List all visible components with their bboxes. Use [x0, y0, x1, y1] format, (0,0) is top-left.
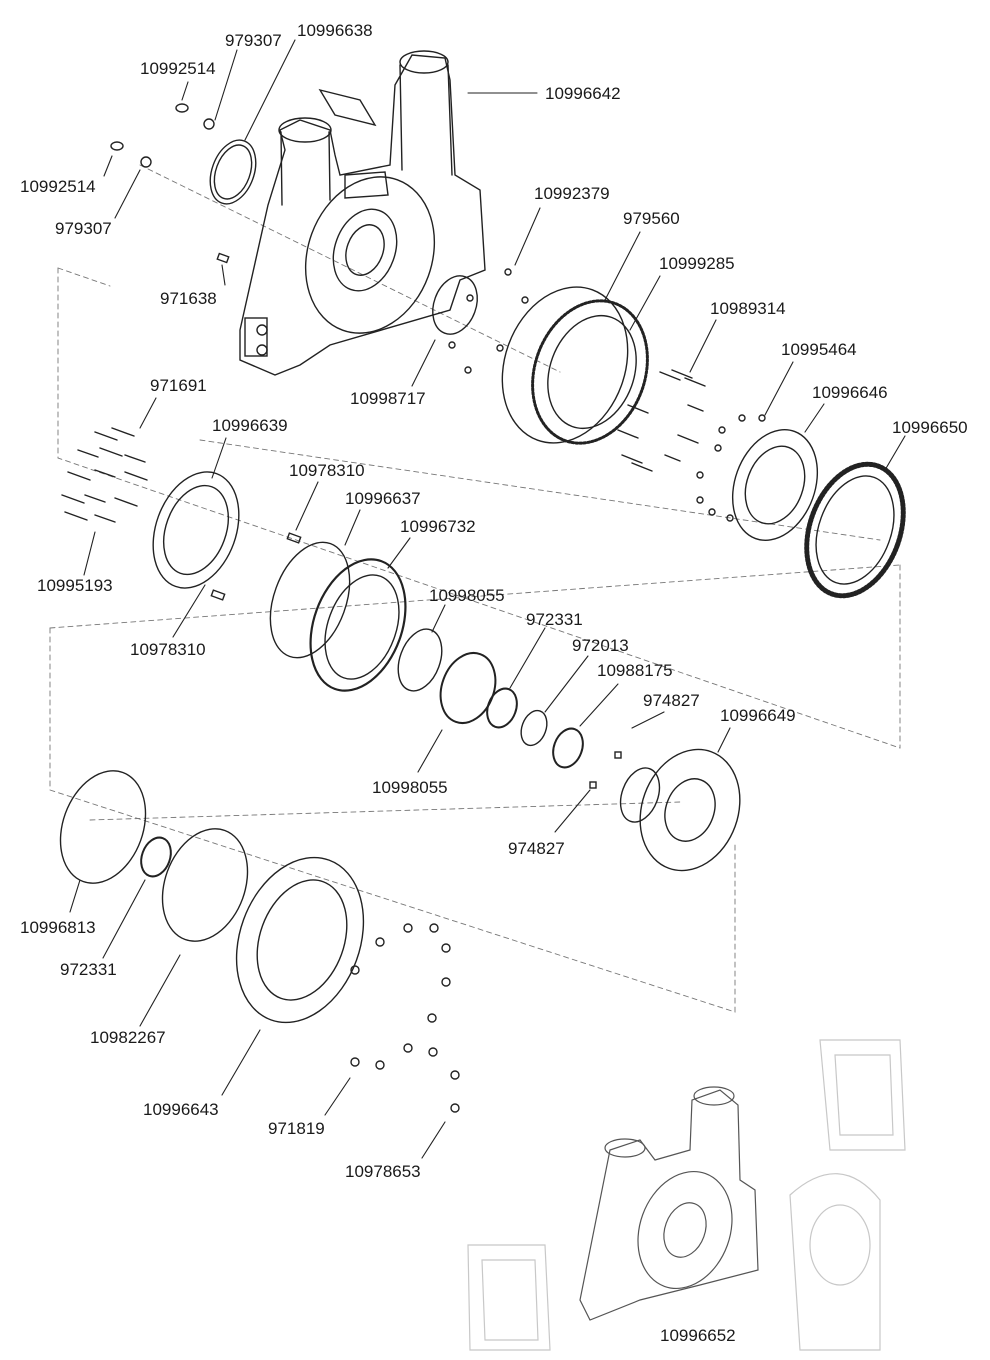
callout-10996652: 10996652 [660, 1326, 736, 1345]
o-ring-10998717 [432, 268, 529, 374]
callout-10996638: 10996638 [297, 21, 373, 40]
flange-10996646 [731, 429, 819, 541]
lower-seals [59, 770, 249, 942]
callout-979560: 979560 [623, 209, 680, 228]
callout-10995193: 10995193 [37, 576, 113, 595]
assembled-gearbox-10996652 [579, 1086, 759, 1321]
callout-10995464: 10995464 [781, 340, 857, 359]
bolts-10989314 [617, 369, 766, 522]
callout-10999285: 10999285 [659, 254, 735, 273]
callout-10992514-top: 10992514 [140, 59, 216, 78]
callout-971691: 971691 [150, 376, 207, 395]
assembly-guide-lines [49, 164, 901, 1013]
callout-10998717: 10998717 [350, 389, 426, 408]
bolts-971691 [61, 427, 148, 523]
flange-10996639 [152, 471, 302, 601]
callout-10978310-bottom: 10978310 [130, 640, 206, 659]
callout-10996646: 10996646 [812, 383, 888, 402]
callout-10996813: 10996813 [20, 918, 96, 937]
callout-974827-top: 974827 [643, 691, 700, 710]
fasteners-top [110, 103, 257, 264]
callout-10996650: 10996650 [892, 418, 968, 437]
callout-972331-top: 972331 [526, 610, 583, 629]
faded-context-parts [467, 1039, 906, 1351]
callout-10992514-left: 10992514 [20, 177, 96, 196]
callout-971638: 971638 [160, 289, 217, 308]
gearbox-housing-10996642 [239, 50, 486, 376]
callout-10996649: 10996649 [720, 706, 796, 725]
callout-974827-bottom: 974827 [508, 839, 565, 858]
cover-10996643 [235, 856, 365, 1024]
callout-979307-left: 979307 [55, 219, 112, 238]
callout-10996643: 10996643 [143, 1100, 219, 1119]
callout-10996639: 10996639 [212, 416, 288, 435]
callout-10996732: 10996732 [400, 517, 476, 536]
callout-10996637: 10996637 [345, 489, 421, 508]
callout-10992379: 10992379 [534, 184, 610, 203]
rings-center [397, 628, 622, 789]
callout-10989314: 10989314 [710, 299, 786, 318]
screws-971819 [350, 923, 460, 1113]
callout-972013: 972013 [572, 636, 629, 655]
output-hub-10996649 [619, 748, 741, 872]
gear-10996650 [804, 461, 906, 599]
callout-971819: 971819 [268, 1119, 325, 1138]
ring-gear-979560 [501, 286, 649, 445]
callout-972331-bottom: 972331 [60, 960, 117, 979]
callout-10988175: 10988175 [597, 661, 673, 680]
callout-10978653: 10978653 [345, 1162, 421, 1181]
leader-lines [69, 39, 906, 1159]
callout-10982267: 10982267 [90, 1028, 166, 1047]
callout-10996642: 10996642 [545, 84, 621, 103]
callout-979307-top: 979307 [225, 31, 282, 50]
callout-10998055-bottom: 10998055 [372, 778, 448, 797]
callout-10978310-top: 10978310 [289, 461, 365, 480]
callout-10998055-top: 10998055 [429, 586, 505, 605]
bearing-10996732 [269, 541, 407, 692]
